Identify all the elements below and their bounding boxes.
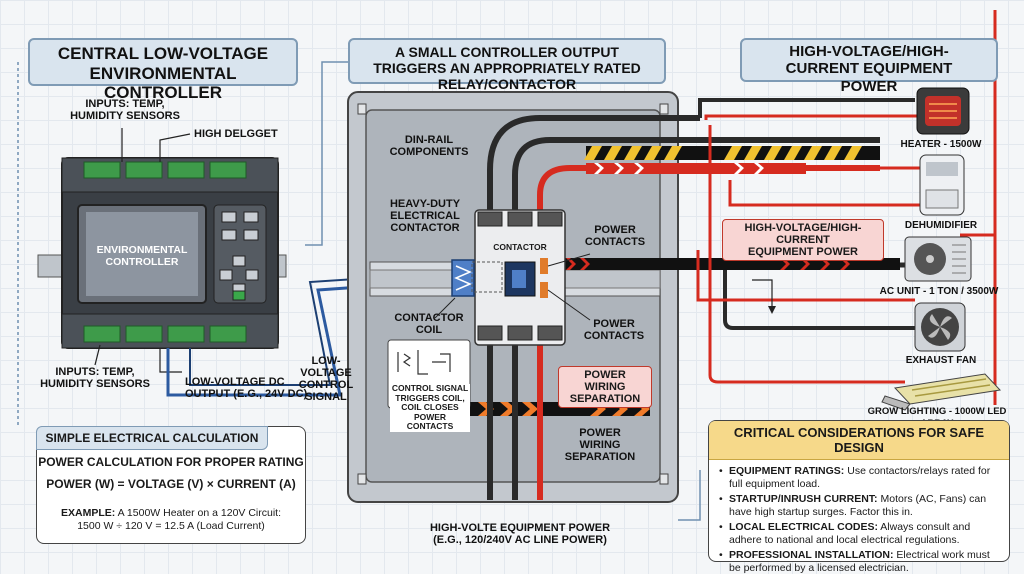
safety-box: Critical Considerations for Safe Design … [708, 420, 1010, 574]
calculation-formula: Power (W) = Voltage (V) × Current (A) [46, 477, 296, 491]
control-note: Control Signal Triggers Coil, Coil Close… [390, 383, 470, 432]
relay-header: A Small Controller Output Triggers an Ap… [348, 38, 666, 92]
controller-screen-label: Environmental Controller [96, 244, 188, 268]
high-label: High Delgget [194, 128, 278, 140]
safety-item-label: Professional Installation: [729, 549, 894, 561]
safety-item-label: Equipment Ratings: [729, 465, 845, 477]
safety-item-label: Startup/Inrush Current: [729, 493, 878, 505]
grow-light-icon [881, 373, 1002, 411]
equipment-header: High-Voltage/High-Current Equipment Powe… [740, 38, 998, 95]
leader-line [305, 61, 348, 246]
example-label: Example: [60, 507, 116, 519]
calculation-example: Example: A 1500W Heater on a 120V Circui… [37, 507, 305, 533]
controller-unit [37, 157, 287, 349]
equipment-label-heater: Heater - 1500W [900, 139, 982, 150]
safety-item: Professional Installation: Electrical wo… [719, 549, 1001, 574]
safety-item: Local Electrical Codes: Always consult a… [719, 521, 1001, 546]
contactor-coil [451, 259, 503, 297]
contactor-coil-label: Contactor Coil [394, 312, 464, 336]
example-text: A 1500W Heater on a 120V Circuit: [117, 507, 282, 519]
safety-item-label: Local Electrical Codes: [729, 521, 878, 533]
line-power-label: High-Volte Equipment Power (e.g., 120/24… [429, 522, 611, 546]
dehumidifier-icon [919, 154, 965, 216]
safety-list: Equipment Ratings: Use contactors/relays… [709, 460, 1009, 574]
equipment-label-fan: Exhaust Fan [905, 355, 977, 366]
inputs-top-label: Inputs: Temp, Humidity Sensors [70, 98, 180, 122]
separation-label-highlight: Power Wiring Separation [558, 366, 652, 408]
safety-item: Startup/Inrush Current: Motors (AC, Fans… [719, 493, 1001, 518]
controller-header: Central Low-Voltage Environmental Contro… [28, 38, 298, 102]
inputs-bottom-label: Inputs: Temp, Humidity Sensors [40, 366, 150, 390]
safety-item-text: Electrical work must be performed by a l… [729, 549, 990, 574]
power-contacts-top-label: Power Contacts [584, 224, 646, 248]
safety-item: Equipment Ratings: Use contactors/relays… [719, 465, 1001, 490]
example-result: 1500 W ÷ 120 V = 12.5 A (Load Current) [77, 520, 265, 532]
dc-output-label: Low-Voltage DC Output (e.g., 24V DC) [185, 376, 308, 400]
contactor-label: Contactor [493, 242, 547, 252]
ac-unit-icon [904, 236, 972, 282]
fan-icon [914, 302, 966, 352]
control-signal-label: Low- Voltage Control Signal [298, 355, 354, 403]
safety-item-text: Motors (AC, Fans) can have high startup … [729, 493, 987, 518]
power-contacts-bottom-label: Power Contacts [583, 318, 645, 342]
equipment-label-ac: AC Unit - 1 Ton / 3500W [879, 286, 999, 297]
safety-item-text: Always consult and adhere to national an… [729, 521, 971, 546]
safety-title: Critical Considerations for Safe Design [709, 421, 1009, 460]
calculation-title: Simple Electrical Calculation [36, 426, 268, 450]
contactor-body [474, 209, 591, 346]
calculation-line1: Power Calculation for Proper Rating [38, 455, 304, 469]
heater-icon [916, 87, 970, 135]
heavy-duty-label: Heavy-Duty Electrical Contactor [389, 198, 461, 234]
din-rail-label: DIN-Rail Components [389, 134, 469, 158]
calculation-box: Simple Electrical Calculation Power Calc… [36, 426, 306, 544]
separation-label: Power Wiring Separation [564, 427, 636, 463]
safety-item-text: Use contactors/relays rated for full equ… [729, 465, 991, 490]
equipment-label-dehumidifier: Dehumidifier [904, 220, 978, 231]
hv-power-label: High-Voltage/High-Current Equipment Powe… [722, 219, 884, 261]
